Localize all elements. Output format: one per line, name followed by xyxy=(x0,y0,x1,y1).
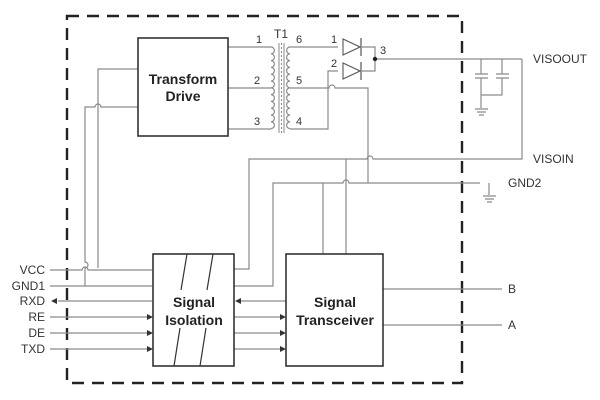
pin-label-secondary-5: 5 xyxy=(296,75,302,87)
isolation-boundary xyxy=(65,14,464,385)
diode-2 xyxy=(342,62,362,80)
transformer-label: T1 xyxy=(274,27,288,41)
secondary-winding xyxy=(286,46,291,130)
signal-isolation-block xyxy=(152,253,235,367)
pin-label-primary-2: 2 xyxy=(254,75,260,87)
isolation-barrier-lines xyxy=(173,253,214,367)
pin-label-secondary-6: 6 xyxy=(296,34,302,46)
pin-gnd1: GND1 xyxy=(12,279,46,293)
transform-drive-label-1: Transform xyxy=(149,71,217,87)
wire-ct-gnd2 xyxy=(290,84,369,183)
diode-1 xyxy=(342,38,362,56)
diode-pin-3: 3 xyxy=(380,45,386,57)
wire-gnd2-rail xyxy=(234,179,480,287)
ground-symbol-gnd2 xyxy=(483,183,496,203)
pin-txd: TXD xyxy=(21,342,45,356)
wire-caps xyxy=(480,59,503,108)
signal-isolation-label-1: Signal xyxy=(173,294,215,310)
pin-visoin: VISOIN xyxy=(533,152,574,166)
arrow-txd-in xyxy=(147,346,153,352)
rectifier-diodes xyxy=(342,38,362,80)
arrow-iso-1 xyxy=(280,314,286,320)
pin-label-primary-3: 3 xyxy=(254,116,260,128)
arrow-rxd-out xyxy=(51,298,57,304)
signal-transceiver-label-2: Transceiver xyxy=(296,312,374,328)
diode-pin-1: 1 xyxy=(331,34,337,46)
arrow-rx-iso xyxy=(235,298,241,304)
signal-isolation-label-2: Isolation xyxy=(165,312,223,328)
transform-drive-label-2: Drive xyxy=(165,88,200,104)
signal-transceiver-label-1: Signal xyxy=(314,294,356,310)
pin-a: A xyxy=(508,318,516,332)
wires xyxy=(50,46,523,350)
ground-symbol-caps xyxy=(475,108,488,116)
wire-drive-vcc xyxy=(97,68,138,268)
wire-sec-4 xyxy=(290,70,338,130)
arrowheads xyxy=(51,298,286,352)
pin-visoout: VISOOUT xyxy=(533,52,588,66)
pin-gnd2: GND2 xyxy=(508,176,542,190)
transformer-t1 xyxy=(270,43,291,133)
pin-re: RE xyxy=(28,310,45,324)
pin-b: B xyxy=(508,282,516,296)
wire-vcc xyxy=(50,266,152,271)
arrow-re-in xyxy=(147,314,153,320)
pin-label-secondary-4: 4 xyxy=(296,116,302,128)
transform-drive-block xyxy=(137,37,229,137)
arrow-de-in xyxy=(147,330,153,336)
pin-vcc: VCC xyxy=(20,263,46,277)
junction-dot xyxy=(372,56,378,62)
pin-de: DE xyxy=(28,326,45,340)
diode-pin-2: 2 xyxy=(331,58,337,70)
wire-drive-gnd1 xyxy=(84,103,138,286)
arrow-iso-2 xyxy=(280,330,286,336)
arrow-iso-3 xyxy=(280,346,286,352)
wire-visoin-rail xyxy=(234,59,523,270)
primary-winding xyxy=(270,46,275,130)
signal-transceiver-block xyxy=(285,253,384,367)
pin-rxd: RXD xyxy=(20,294,46,308)
capacitors xyxy=(475,73,509,79)
pin-label-primary-1: 1 xyxy=(256,34,262,46)
